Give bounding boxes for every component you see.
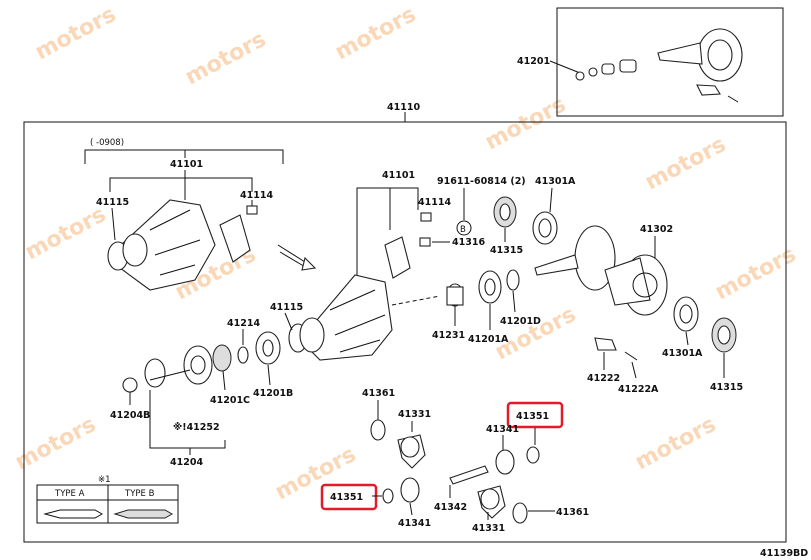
nut-41204b-icon	[122, 377, 138, 393]
watermark-3: motors	[331, 2, 420, 65]
part-41252[interactable]: ※!41252	[173, 422, 220, 433]
part-41115-mid[interactable]: 41115	[270, 302, 303, 313]
bolt-mid-icon	[419, 212, 432, 247]
part-41222a[interactable]: 41222A	[618, 384, 659, 395]
type-table-ref: ※1	[98, 475, 111, 485]
inset-box	[556, 7, 784, 117]
part-41315-bot[interactable]: 41315	[710, 382, 743, 393]
bearing-41315-top-icon	[493, 196, 517, 228]
part-41341-bot[interactable]: 41341	[398, 518, 431, 529]
spacer-41201d-icon	[506, 269, 520, 291]
bearing-41201b-icon	[255, 331, 281, 365]
outer-box-label: 41110	[387, 102, 420, 113]
part-41222[interactable]: 41222	[587, 373, 620, 384]
pinion-gear-41331-bot-icon	[477, 485, 506, 519]
part-41331-bot[interactable]: 41331	[472, 523, 505, 534]
washer-41351-bot-icon	[382, 488, 394, 504]
watermark-6: motors	[21, 202, 110, 265]
footer-code: 41139BD	[760, 548, 808, 559]
inset-ring-gear-icon	[657, 28, 743, 82]
highlight-41351-top	[506, 401, 564, 429]
watermark-2: motors	[181, 27, 270, 90]
inset-box-label: 41201	[517, 56, 550, 67]
part-41331-top[interactable]: 41331	[398, 409, 431, 420]
part-41351-bot[interactable]: 41351	[330, 492, 363, 503]
part-41101-mid[interactable]: 41101	[382, 170, 415, 181]
part-41301a-top[interactable]: 41301A	[535, 176, 576, 187]
part-41114-mid[interactable]: 41114	[418, 197, 451, 208]
watermark-12: motors	[631, 412, 720, 475]
carrier-housing-top-icon	[107, 199, 216, 291]
part-41101-top[interactable]: 41101	[170, 159, 203, 170]
direction-arrow-icon	[277, 244, 317, 271]
flange-41204-icon	[144, 345, 213, 388]
part-41302[interactable]: 41302	[640, 224, 673, 235]
watermark-1: motors	[31, 2, 120, 65]
pinion-gear-41331-top-icon	[397, 434, 426, 469]
bearing-41315-bot-icon	[711, 317, 737, 353]
washer-41361-bot-icon	[512, 502, 528, 524]
part-41361-top[interactable]: 41361	[362, 388, 395, 399]
seal-41231-icon	[446, 283, 464, 307]
watermark-9: motors	[711, 242, 800, 305]
sensor-41222-icon	[594, 337, 638, 361]
side-gear-41341-top-icon	[495, 449, 515, 475]
bearing-41301a-bot-icon	[673, 296, 699, 332]
part-41204[interactable]: 41204	[170, 457, 203, 468]
part-41315-top[interactable]: 41315	[490, 245, 523, 256]
part-41361-bot[interactable]: 41361	[556, 507, 589, 518]
part-41231[interactable]: 41231	[432, 330, 465, 341]
part-41201a[interactable]: 41201A	[468, 334, 509, 345]
shaft-41342-icon	[449, 465, 489, 485]
highlight-41351-bot	[320, 483, 378, 511]
part-41342[interactable]: 41342	[434, 502, 467, 513]
bearing-41201a-icon	[478, 270, 502, 304]
bearing-41301a-top-icon	[532, 211, 558, 245]
b-circle-label: B	[460, 225, 466, 235]
inset-sensor-icon	[696, 84, 739, 103]
watermark-5: motors	[641, 132, 730, 195]
inset-bearing-icon	[575, 59, 637, 81]
part-41214[interactable]: 41214	[227, 318, 260, 329]
part-91611[interactable]: 91611-60814 (2)	[437, 176, 526, 187]
side-gear-41341-bot-icon	[400, 477, 420, 503]
part-41201c[interactable]: 41201C	[210, 395, 250, 406]
part-41341-top[interactable]: 41341	[486, 424, 519, 435]
part-41115-left[interactable]: 41115	[96, 197, 129, 208]
bracket-top-icon	[219, 214, 251, 263]
part-41201b[interactable]: 41201B	[253, 388, 293, 399]
date-note: ( -0908)	[90, 138, 124, 148]
part-41204b[interactable]: 41204B	[110, 410, 150, 421]
type-table: TYPE A TYPE B	[36, 484, 179, 524]
carrier-housing-mid-icon	[288, 274, 393, 361]
oil-seal-41201c-icon	[212, 344, 249, 372]
part-41351-top[interactable]: 41351	[516, 411, 549, 422]
type-b-label: TYPE B	[124, 489, 155, 499]
part-41301a-bot[interactable]: 41301A	[662, 348, 703, 359]
outer-box	[23, 121, 787, 543]
part-41316[interactable]: 41316	[452, 237, 485, 248]
bracket-mid-icon	[384, 236, 411, 279]
bolt-top-icon	[246, 205, 258, 215]
part-41114-left[interactable]: 41114	[240, 190, 273, 201]
ring-gear-assembly-icon	[534, 225, 668, 316]
type-a-label: TYPE A	[54, 489, 85, 499]
washer-41361-top-icon	[370, 419, 386, 441]
washer-41351-top-icon	[526, 446, 540, 464]
part-41201d[interactable]: 41201D	[500, 316, 541, 327]
